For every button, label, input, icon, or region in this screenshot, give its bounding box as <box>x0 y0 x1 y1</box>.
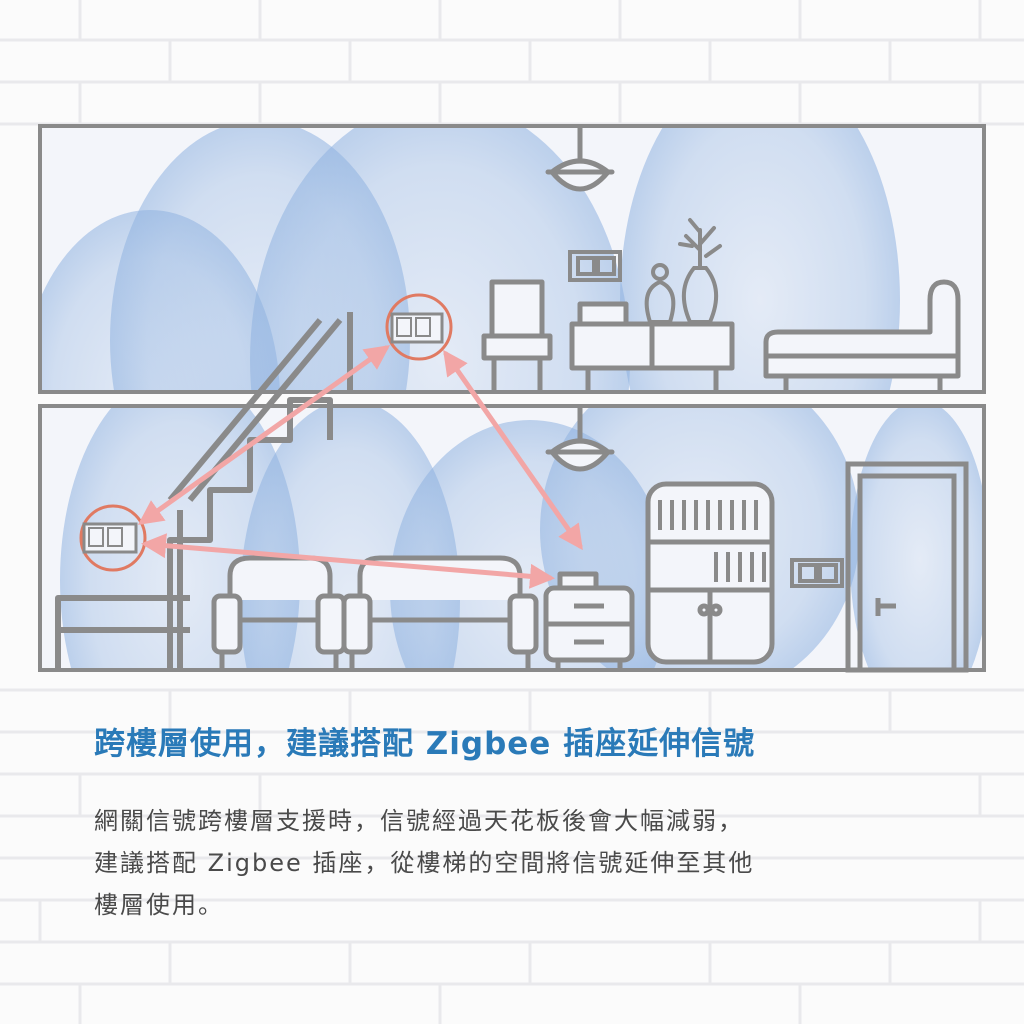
bookshelf-icon <box>645 481 775 665</box>
zigbee-plug-lower-icon <box>79 504 147 572</box>
description-line: 網關信號跨樓層支援時，信號經過天花板後會大幅減弱， <box>94 807 744 835</box>
description-line: 建議搭配 Zigbee 插座，從樓梯的空間將信號延伸至其他 <box>94 849 755 877</box>
ceiling-lamp-upper-icon <box>545 125 615 192</box>
description-line: 樓層使用。 <box>94 891 224 919</box>
vase-icon <box>644 218 722 324</box>
headline: 跨樓層使用，建議搭配 Zigbee 插座延伸信號 <box>94 726 756 762</box>
nightstand-icon <box>543 571 635 668</box>
zigbee-plug-upper-icon <box>385 293 453 361</box>
console-table-icon <box>569 301 735 390</box>
daybed-icon <box>763 279 961 390</box>
door-icon <box>845 461 969 673</box>
signal-path-arrows <box>137 345 583 589</box>
wall-switch-upper-icon <box>568 250 622 282</box>
description: 網關信號跨樓層支援時，信號經過天花板後會大幅減弱， 建議搭配 Zigbee 插座… <box>94 800 944 926</box>
wall-switch-lower-icon <box>790 558 844 588</box>
